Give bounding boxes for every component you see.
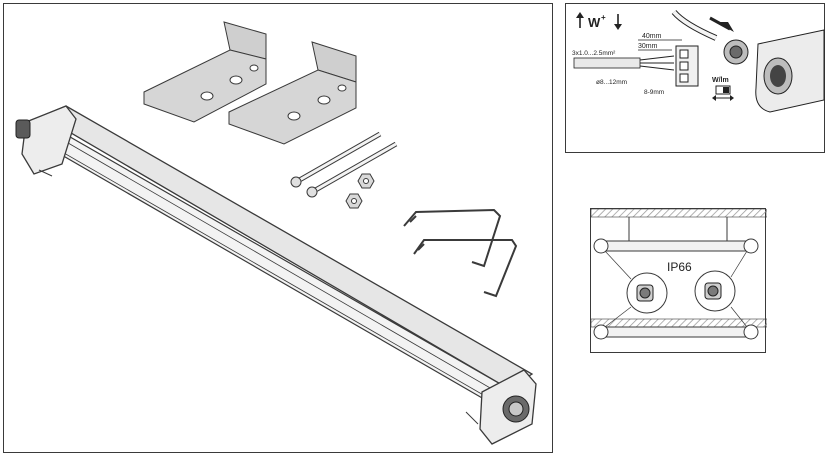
connector-icon (671, 9, 749, 65)
main-illustration (15, 21, 537, 445)
arrow-right-icon (730, 95, 734, 101)
gland-detail-left-icon (626, 272, 668, 314)
mounting-bracket-right (228, 41, 357, 145)
power-superscript: + (601, 13, 606, 22)
luminaire-top (600, 240, 752, 252)
nuts (345, 173, 375, 209)
mounting-bracket-left (143, 21, 267, 123)
power-label: W (588, 15, 601, 30)
main-illustration-panel (3, 3, 553, 453)
arrow-up-icon (576, 12, 584, 18)
detail-circle-top-right (743, 238, 759, 254)
arrow-left-icon (712, 95, 716, 101)
wiring-instructions-panel: W + 40mm 30mm 3x1.0...2.5mm² ø8...12mm 8… (565, 3, 825, 153)
cable-spec-label: 3x1.0...2.5mm² (572, 50, 616, 57)
left-cable-gland-icon (15, 119, 31, 139)
detail-circle-bottom-right (743, 324, 759, 340)
ceiling-top (591, 209, 767, 218)
mounting-ip66-panel: IP66 (590, 208, 767, 353)
ceiling-bottom (591, 318, 767, 328)
arrow-down-icon (614, 24, 622, 30)
right-end-cap (465, 369, 537, 445)
strip-length-label: 8-9mm (644, 89, 664, 96)
luminaire-bottom (600, 326, 752, 338)
gland-detail-right-icon (694, 270, 736, 312)
screws (290, 131, 398, 198)
luminaire-end-detail (755, 29, 825, 113)
dim-30-label: 30mm (638, 43, 658, 50)
power-indicator (576, 12, 622, 30)
left-end-cap (15, 105, 77, 177)
ip-rating-label: IP66 (667, 260, 692, 274)
detail-circle-bottom-left (593, 324, 609, 340)
dim-40-label: 40mm (642, 33, 662, 40)
terminal-block-icon (675, 45, 699, 87)
wire-clips (403, 208, 518, 298)
luminaire-tube (33, 105, 534, 407)
wiring-diagram: W + 40mm 30mm 3x1.0...2.5mm² ø8...12mm 8… (572, 9, 825, 113)
wlm-label: W/lm (712, 77, 729, 84)
mounting-diagram: IP66 (591, 209, 767, 340)
cable-diameter-label: ø8...12mm (596, 79, 627, 86)
stripped-cable (573, 55, 675, 71)
detail-circle-top-left (593, 238, 609, 254)
